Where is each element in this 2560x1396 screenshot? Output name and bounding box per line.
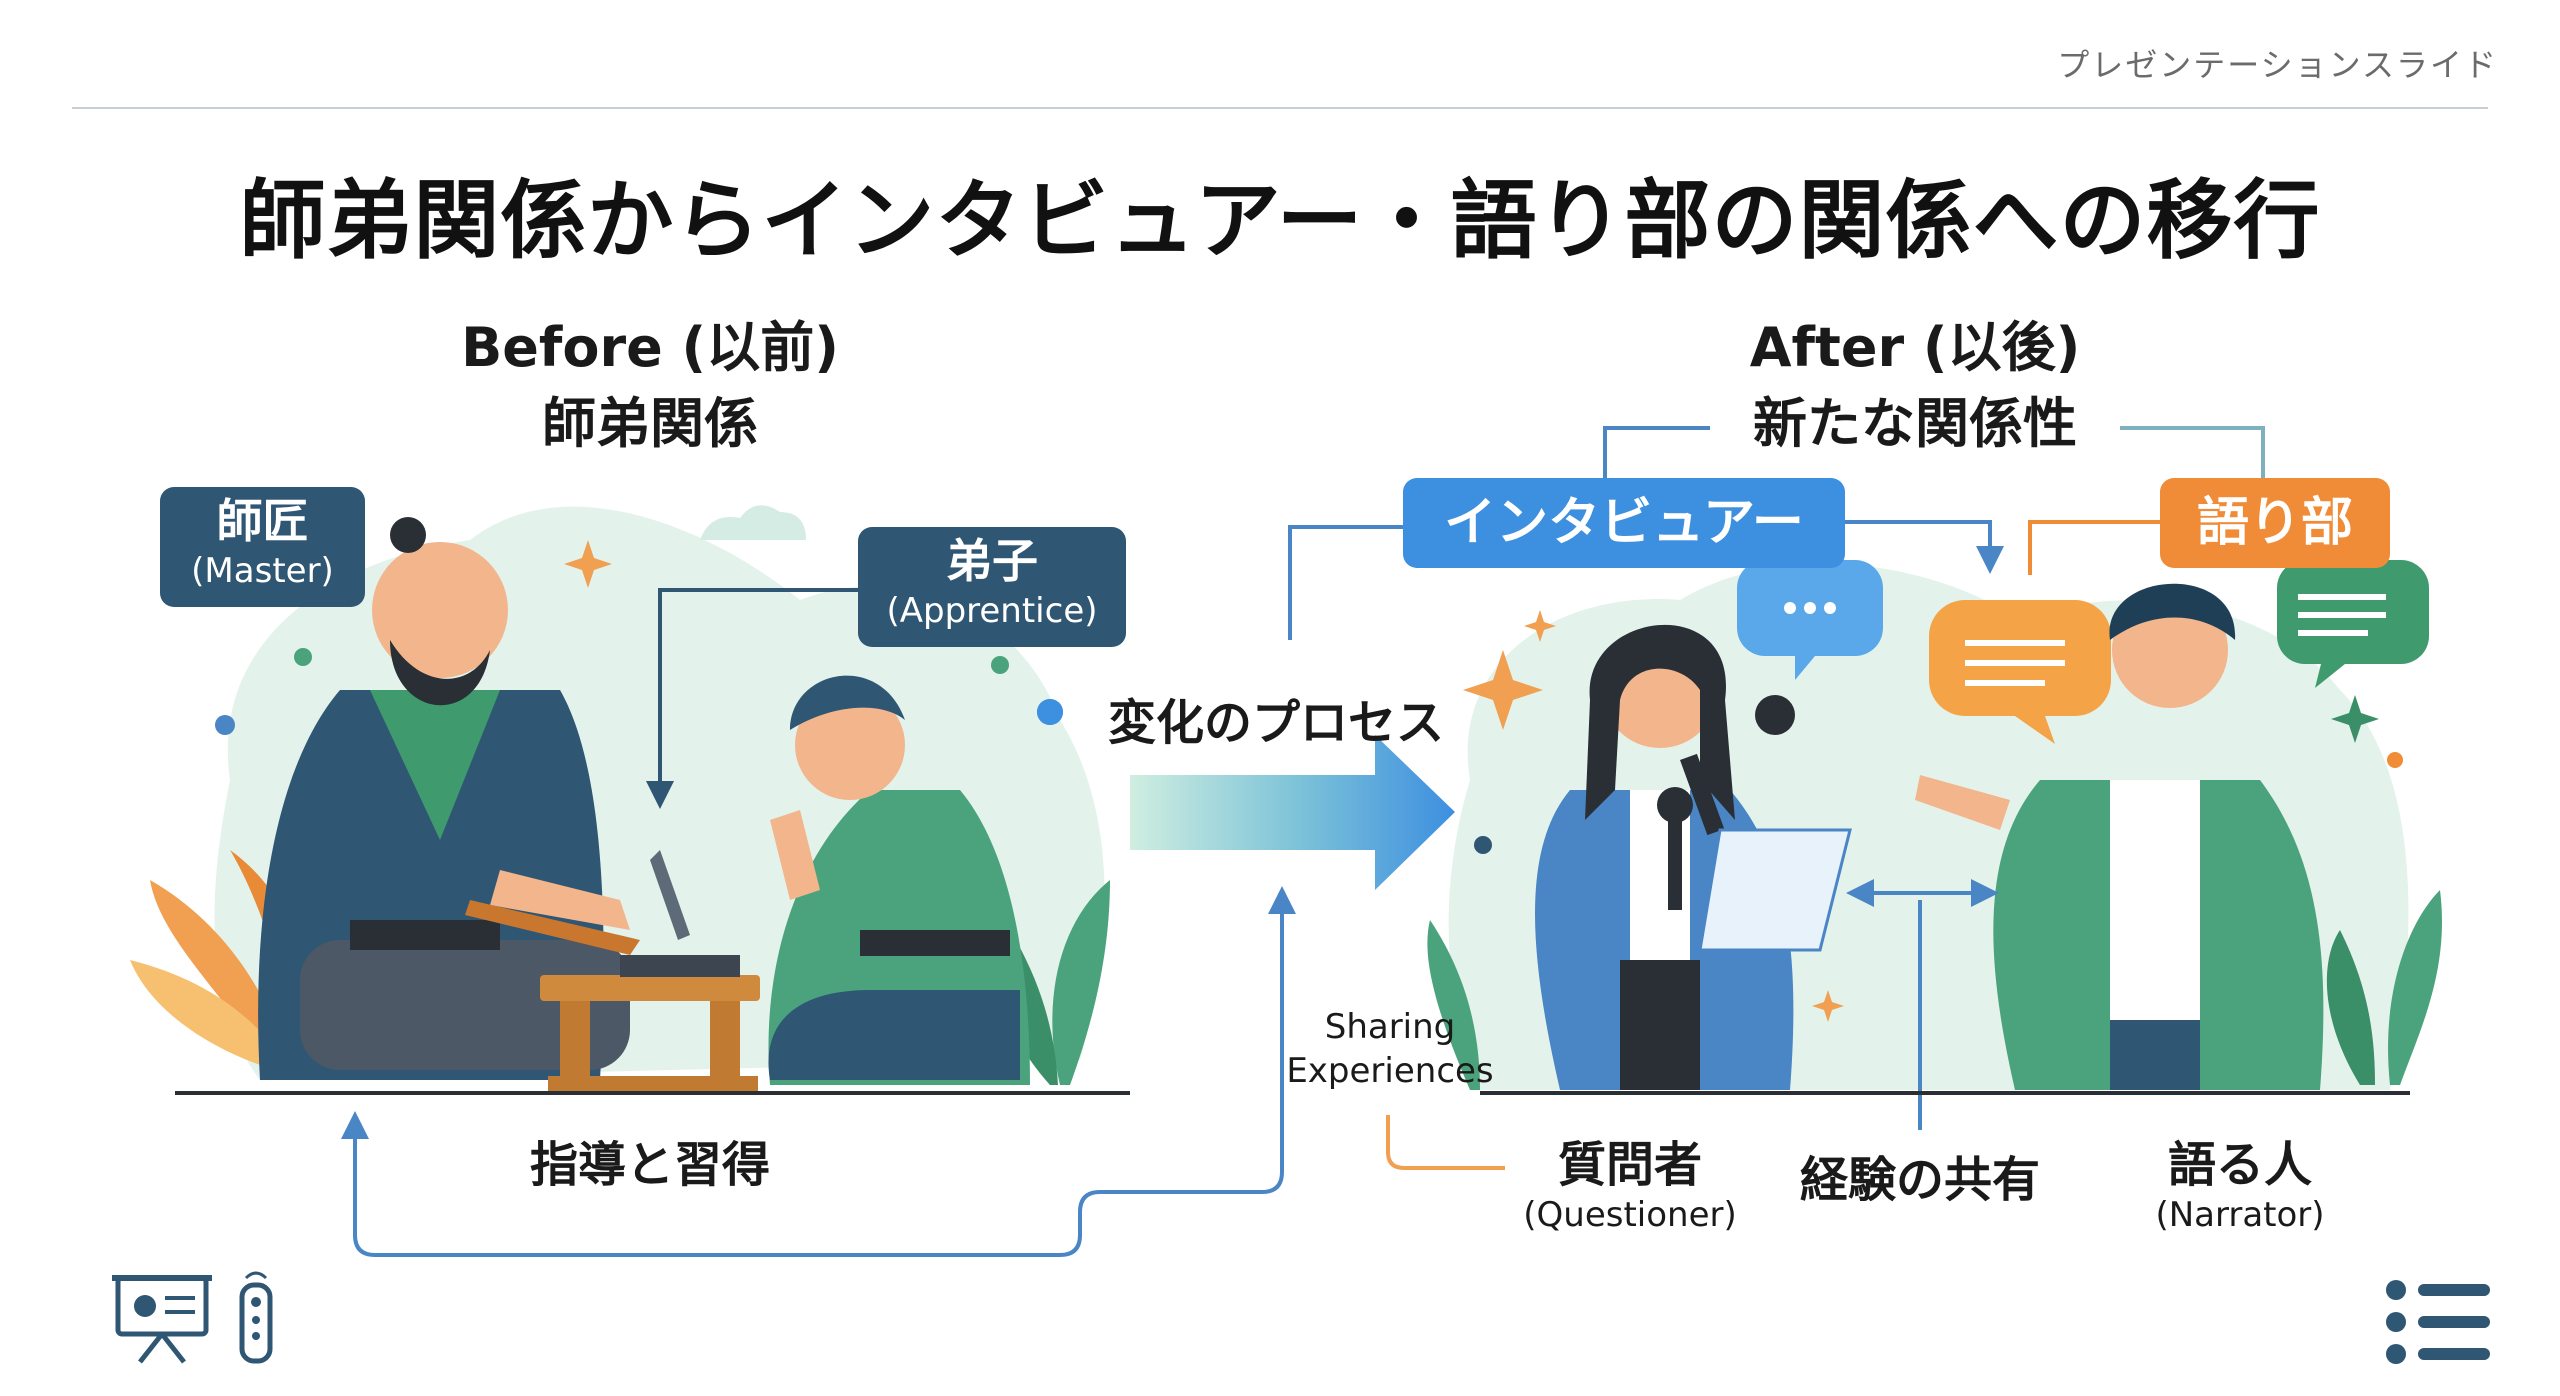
process-bullet-dot [1037,699,1063,725]
narrator-label: 語る人 [2167,1137,2312,1193]
plant-right [2326,890,2442,1085]
apprentice-label-box: 弟子 (Apprentice) [858,527,1126,647]
interviewer-label: インタビュアー [1444,493,1804,553]
apprentice-sublabel: (Apprentice) [886,591,1098,631]
sharing-experiences-text: Sharing Experiences [1275,1005,1505,1093]
before-caption: 指導と習得 [529,1137,770,1193]
sparkle-icon [1463,650,1543,730]
after-heading-line1: After (以後) [1749,316,2081,379]
dot-decoration [294,648,312,666]
sparkle-icon [2331,695,2379,743]
interviewer-to-narrator-arrow [1845,520,2004,574]
narrator-box-label: 語り部 [2196,493,2353,553]
dot-decoration [215,715,235,735]
narrator-box-connector [2028,520,2160,575]
questioner-caption: 質問者 (Questioner) [1500,1125,1760,1235]
sparkle-icon [1812,990,1844,1022]
dot-decoration [1474,836,1492,854]
plant-left-after [1427,920,1480,1090]
questioner-sublabel: (Questioner) [1523,1195,1737,1235]
cloud-shape [700,505,806,540]
before-heading: Before (以前) 師弟関係 [400,310,900,462]
sharing-experiences-connector [1386,1115,1505,1170]
process-label: 変化のプロセス [1108,695,1445,751]
master-label: 師匠 [216,494,309,548]
heading-bracket-left [1603,426,1710,480]
remote-control-icon [239,1271,273,1364]
sharing-line1: Sharing [1324,1007,1456,1047]
sharing-line2: Experiences [1286,1051,1494,1091]
feedback-loop-arrow [341,886,1296,1257]
apprentice-to-anvil-arrow [646,588,880,809]
header-divider [72,107,2488,109]
before-heading-line1: Before (以前) [461,316,839,379]
dot-decoration [991,656,1009,674]
master-label-box: 師匠 (Master) [160,487,365,607]
speech-bubble-icon [1737,560,1883,680]
slide-type-label: プレゼンテーションスライド [2057,46,2498,84]
transition-arrow [1130,735,1455,890]
sparkle-icon [1524,610,1556,642]
dot-decoration [2387,752,2403,768]
apprentice-label: 弟子 [946,534,1038,588]
after-heading-line2: 新たな関係性 [1753,392,2077,455]
before-heading-line2: 師弟関係 [542,392,758,455]
master-sublabel: (Master) [191,551,334,591]
speech-bubble-icon [2277,560,2429,688]
narrator-figure-illustration [1915,583,2324,1090]
menu-list-icon [2386,1280,2490,1364]
sparkle-icon [564,540,612,588]
after-heading: After (以後) 新たな関係性 [1660,310,2170,462]
shared-experience-caption: 経験の共有 [1799,1152,2040,1208]
presentation-board-icon [112,1275,212,1364]
interviewer-figure-illustration [1535,624,1852,1090]
heading-bracket-right [2120,426,2265,478]
slide-title: 師弟関係からインタビュアー・語り部の関係への移行 [239,171,2321,271]
narrator-box: 語り部 [2160,478,2390,568]
interviewer-to-scene-arrow [1288,525,1408,640]
narrator-caption: 語る人 (Narrator) [2110,1125,2370,1235]
questioner-label: 質問者 [1557,1137,1702,1193]
interviewer-label-box: インタビュアー [1403,478,1845,568]
narrator-sublabel: (Narrator) [2155,1195,2325,1235]
speech-bubble-icon [1929,600,2111,744]
